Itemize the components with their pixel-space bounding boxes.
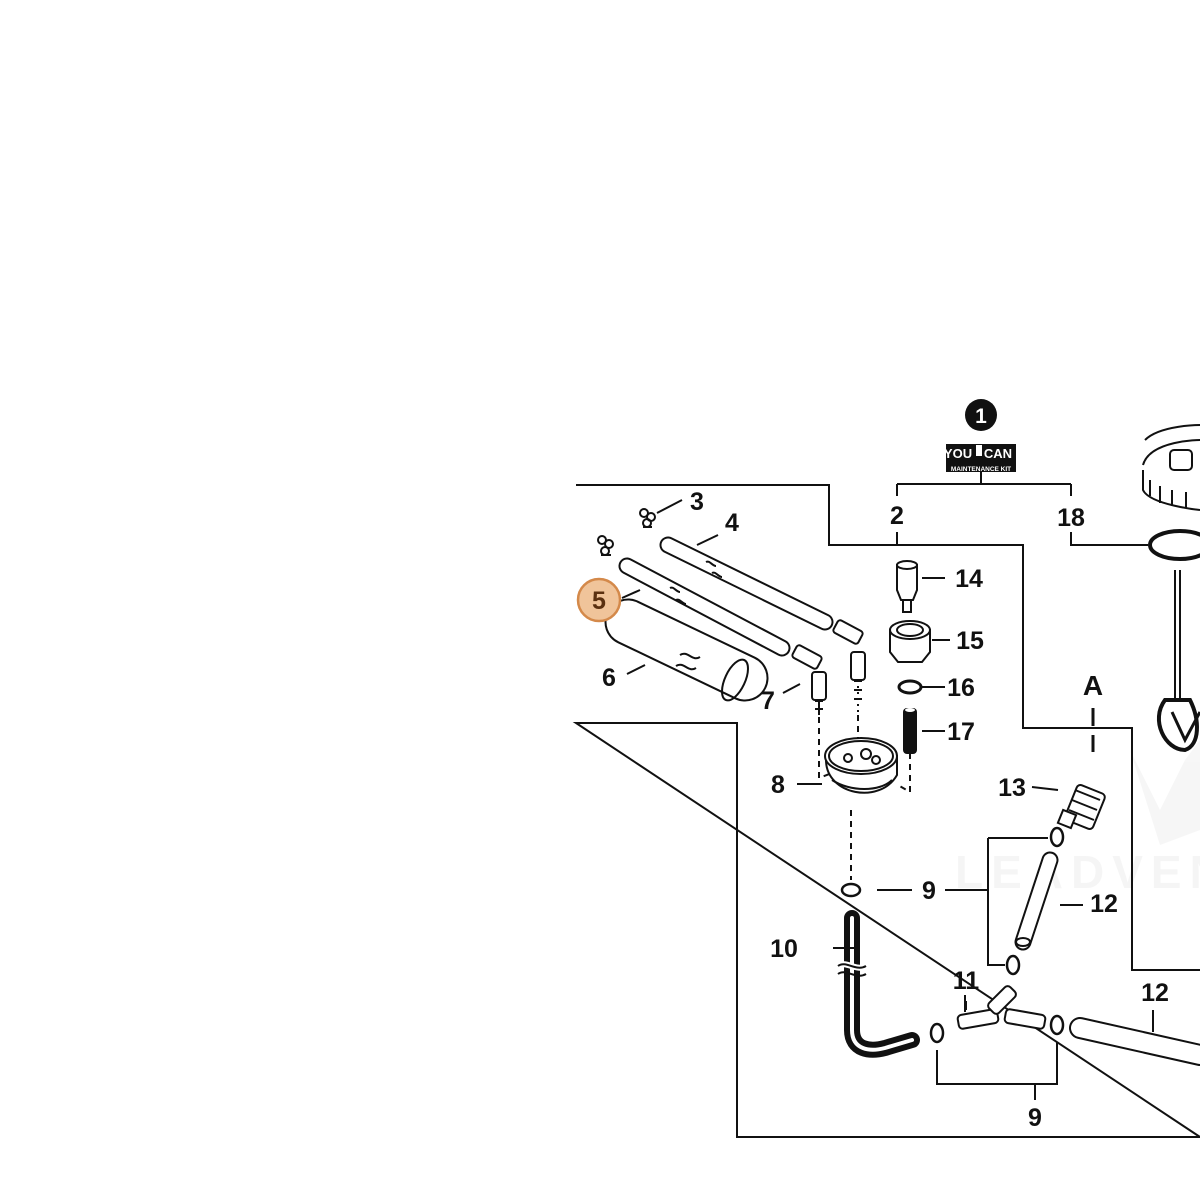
o-ring-9-e [1049,1014,1065,1036]
label-part-9-upper: 9 [922,877,936,905]
kit-branch-lines [896,532,1148,546]
label-part-12-upper: 12 [1090,890,1118,918]
elbow-fitting-upper [832,619,866,712]
o-ring-16 [897,679,923,695]
fuel-hose-4 [659,536,834,631]
fuel-line-12-upper [1014,851,1059,951]
label-part-11: 11 [953,967,980,995]
label-part-2: 2 [890,502,904,530]
elbow-fitting-7 [791,644,827,715]
o-ring-9-d [929,1022,945,1044]
watermark-text: LEADVEN [955,846,1200,898]
label-part-17: 17 [947,718,975,746]
fuel-line-12-lower [1069,1017,1200,1066]
o-ring-9-b [1049,826,1065,848]
group-boundary [572,484,1200,1138]
label-part-12-lower: 12 [1141,979,1169,1007]
bracket-9-upper [877,837,1048,966]
kit-number: 1 [975,405,987,428]
label-part-8: 8 [771,771,785,799]
leader-lines [621,499,1154,1032]
label-part-6: 6 [602,664,616,692]
label-part-10: 10 [770,935,798,963]
o-ring-9-c [1005,954,1021,976]
label-part-14: 14 [955,565,983,593]
kit-tree-lines [896,472,1072,496]
filter-housing-15 [889,620,931,663]
label-part-13: 13 [998,774,1026,802]
fuel-tank-grommet-8 [824,737,898,794]
highlight-part-5[interactable] [576,577,622,623]
o-ring-9-a [840,882,862,898]
label-part-18: 18 [1057,504,1085,532]
fuel-line-10 [836,910,920,1058]
callout-a: A [1083,670,1103,701]
hose-17 [903,708,917,754]
label-part-15: 15 [956,627,984,655]
fuel-filter-14 [896,560,918,613]
bracket-9-lower [936,1042,1058,1100]
kit-subtitle: MAINTENANCE KIT [951,466,1011,473]
hose-clip-3 [639,508,656,528]
protective-sleeve-6 [604,598,769,702]
label-part-3: 3 [690,488,704,516]
fuel-hose-5 [618,557,791,657]
label-part-5[interactable]: 5 [592,587,606,615]
fuel-cap-18 [1142,424,1200,753]
kit-brand-left: YOU [944,446,972,461]
label-part-7: 7 [761,687,775,715]
quick-connector-13 [1056,708,1106,831]
wrench-icon [976,445,982,456]
kit-badge: 1 YOU CAN MAINTENANCE KIT [944,399,1016,473]
watermark-logo: LEADVEN [955,740,1200,898]
label-part-9-lower: 9 [1028,1104,1042,1132]
label-part-16: 16 [947,674,975,702]
y-fitting-11 [956,985,1047,1030]
kit-brand-right: CAN [984,446,1012,461]
connector-dash-2 [897,742,911,794]
label-part-4: 4 [725,509,739,537]
hose-clip-small [597,535,614,556]
